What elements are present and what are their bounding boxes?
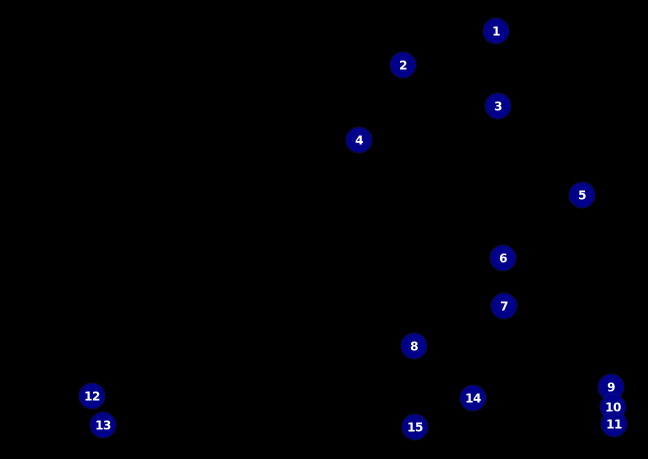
hotspot-marker-4[interactable]: 4 [346,127,372,153]
marker-label-10: 10 [605,400,621,414]
hotspot-marker-2[interactable]: 2 [390,52,416,78]
hotspot-marker-11[interactable]: 11 [601,411,627,437]
marker-label-12: 12 [84,389,100,403]
hotspot-marker-12[interactable]: 12 [79,383,105,409]
marker-label-4: 4 [355,133,363,147]
hotspot-marker-1[interactable]: 1 [483,18,509,44]
marker-label-6: 6 [499,251,507,265]
marker-label-7: 7 [500,299,508,313]
hotspot-marker-13[interactable]: 13 [90,412,116,438]
hotspot-marker-8[interactable]: 8 [401,333,427,359]
marker-label-3: 3 [494,99,502,113]
marker-label-13: 13 [95,418,111,432]
marker-label-15: 15 [407,420,423,434]
marker-label-8: 8 [410,339,418,353]
hotspot-marker-5[interactable]: 5 [569,182,595,208]
marker-label-1: 1 [492,24,500,38]
marker-label-5: 5 [578,188,586,202]
hotspot-marker-6[interactable]: 6 [490,245,516,271]
hotspot-marker-15[interactable]: 15 [402,414,428,440]
marker-label-9: 9 [607,380,615,394]
marker-label-14: 14 [465,391,481,405]
hotspot-marker-14[interactable]: 14 [460,385,486,411]
hotspot-marker-7[interactable]: 7 [491,293,517,319]
marker-label-2: 2 [399,58,407,72]
marker-label-11: 11 [606,417,622,431]
hotspot-marker-3[interactable]: 3 [485,93,511,119]
